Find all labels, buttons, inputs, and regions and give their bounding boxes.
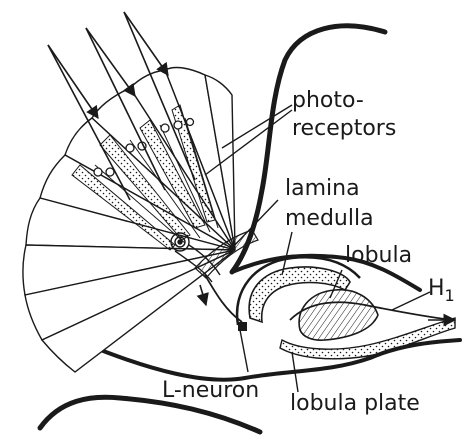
label-photoreceptors-line1: photo- [292, 90, 364, 112]
label-lobula-plate: lobula plate [290, 393, 420, 415]
l-neuron-signal-arrow [200, 285, 206, 305]
compound-eye [23, 68, 235, 372]
label-lamina: lamina [285, 178, 360, 200]
lobula [299, 290, 378, 340]
label-h1-subscript: 1 [445, 286, 455, 305]
label-h1-base: H [428, 276, 445, 301]
label-medulla: medulla [285, 208, 374, 230]
label-h1: H1 [428, 278, 455, 300]
label-photoreceptors-line2: receptors [292, 118, 396, 140]
label-l-neuron: L-neuron [162, 380, 259, 402]
synapse-block [238, 322, 247, 331]
label-lobula: lobula [345, 245, 412, 267]
